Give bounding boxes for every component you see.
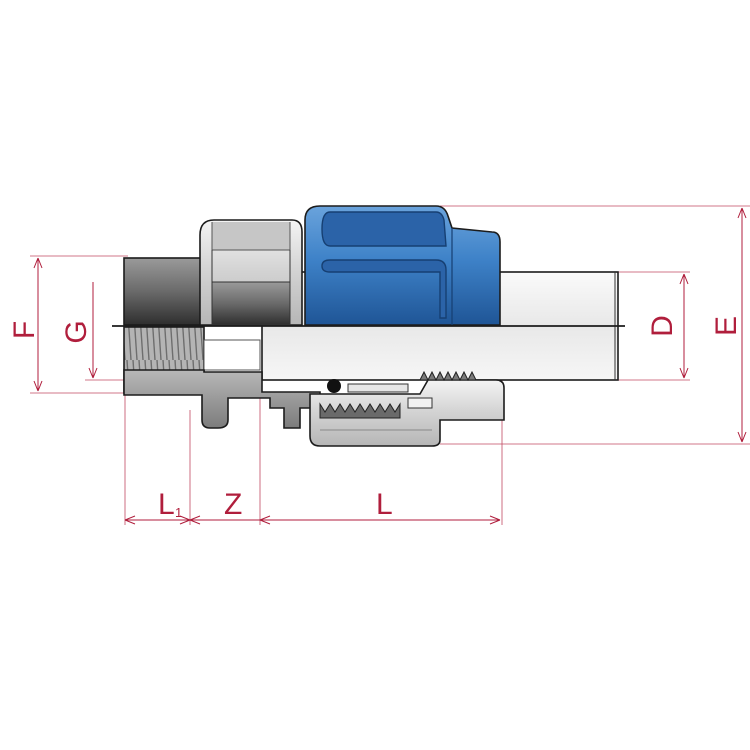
label-L1-subscript: 1 — [175, 505, 182, 520]
label-D: D — [646, 315, 679, 337]
label-G: G — [60, 320, 93, 343]
hex-body — [199, 219, 303, 326]
label-Z: Z — [224, 488, 242, 521]
threaded-end — [123, 257, 209, 326]
dimension-lines — [33, 207, 747, 525]
label-L: L — [376, 488, 393, 521]
label-E: E — [710, 316, 743, 336]
label-F: F — [8, 321, 41, 339]
label-L1: L — [158, 488, 175, 521]
compression-nut — [304, 205, 501, 326]
cross-section — [123, 326, 505, 447]
